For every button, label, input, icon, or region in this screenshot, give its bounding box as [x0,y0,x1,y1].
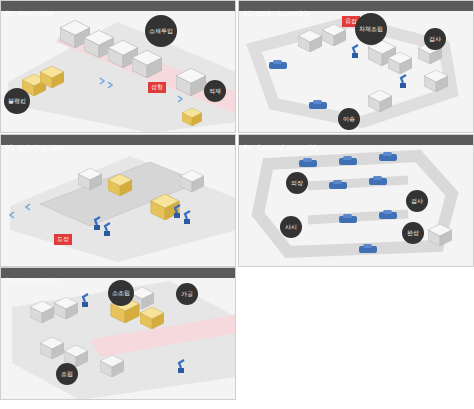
step-name: 가공 [181,290,193,299]
step-circle: 블랭킹 [4,88,30,114]
highlight-tag: 성형 [148,82,166,93]
step-name: 완성 [407,229,419,238]
title-bar: 03. Painting Line [1,135,235,145]
title-bar: 05. Power Train [1,268,235,278]
step-circle: 가공 [176,283,198,305]
panel-title: 04. General Assembly [239,144,320,152]
title-bar: 02. Body Assembly [239,1,473,11]
step-name: 이송 [343,115,355,124]
section-panel: 05. Power Train 소조립 가공조립 [0,267,236,400]
section-panel: 02. Body Assembly용접차체조립검사이송 [238,0,474,133]
title-bar: 01. Press Line [1,1,235,11]
step-name: 검사 [429,35,441,44]
step-circle: 소조립 [108,280,134,306]
step-circle: 샤시 [280,216,302,238]
highlight-tag: 도장 [54,234,72,245]
step-circle: 조립 [56,363,78,385]
step-circle: 검사 [424,28,446,50]
step-name: 차체조립 [359,25,383,34]
section-panel: 01. Press Line 소재투입성형블랭킹 적재 [0,0,236,133]
step-circle: 검사 [406,190,428,212]
painting-line-scene [0,134,236,267]
step-name: 조립 [61,370,73,379]
step-name: 소조립 [112,289,130,298]
press-line-scene [0,0,236,133]
panel-title: 01. Press Line [1,10,54,18]
step-circle: 소재투입 [145,15,177,47]
step-name: 적재 [209,87,221,96]
general-assembly-scene [238,134,474,267]
section-panel: 04. General Assembly 의장샤시 검사완성 [238,134,474,267]
step-name: 블랭킹 [8,97,26,106]
step-name: 샤시 [285,223,297,232]
panel-title: 05. Power Train [1,277,59,285]
panel-title: 02. Body Assembly [239,10,310,18]
step-circle: 차체조립 [355,13,387,45]
step-name: 검사 [411,197,423,206]
panel-title: 03. Painting Line [1,144,63,152]
title-bar: 04. General Assembly [239,135,473,145]
power-train-scene [0,267,236,400]
step-name: 의장 [291,179,303,188]
step-circle: 이송 [338,108,360,130]
step-circle: 적재 [204,80,226,102]
step-circle: 완성 [402,222,424,244]
step-name: 소재투입 [149,27,173,36]
step-circle: 의장 [286,172,308,194]
body-assembly-scene [238,0,474,133]
tag-text: 도장 [54,234,72,245]
tag-text: 성형 [148,82,166,93]
section-panel: 03. Painting Line 도장 [0,134,236,267]
